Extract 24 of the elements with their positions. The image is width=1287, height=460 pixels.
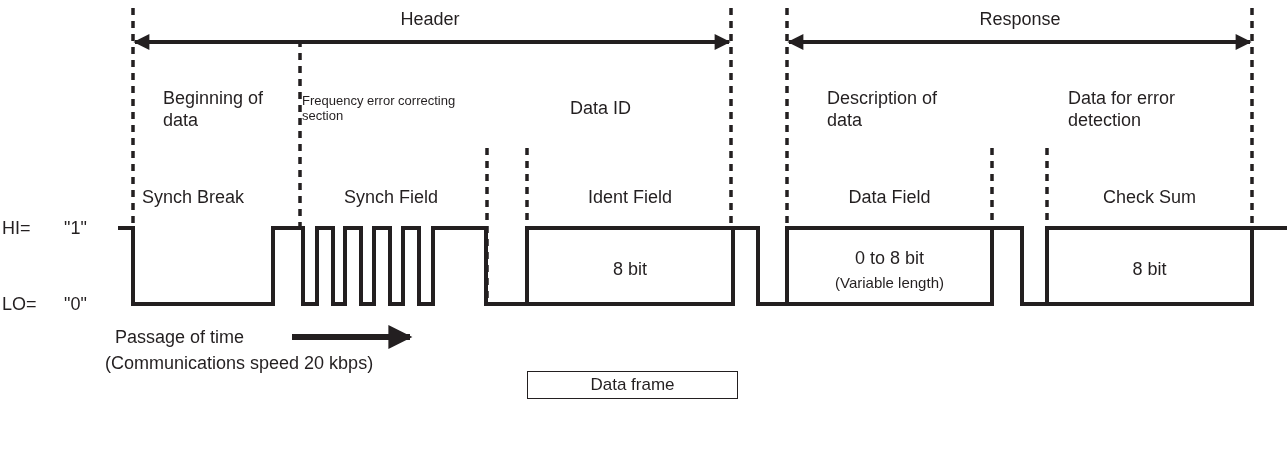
label-text: (Variable length): [834, 273, 945, 293]
label-text: "0": [64, 293, 88, 315]
label-text: Data for error detection: [1068, 87, 1177, 131]
label-text: 8 bit: [1131, 258, 1168, 280]
label-text: Frequency error correcting section: [302, 93, 457, 123]
label-text: HI=: [2, 217, 32, 239]
label-text: Beginning of data: [163, 87, 265, 131]
frame-box: [527, 371, 738, 399]
label-text: Passage of time: [115, 326, 246, 348]
label-text: Check Sum: [1101, 186, 1197, 208]
label-text: Data Field: [847, 186, 932, 208]
box-label: Data frame: [590, 375, 675, 395]
label-text: Header: [399, 8, 461, 30]
label-text: Ident Field: [586, 186, 674, 208]
label-text: Synch Break: [142, 186, 246, 208]
label-text: 0 to 8 bit: [853, 247, 925, 269]
label-text: Synch Field: [342, 186, 439, 208]
label-text: Response: [978, 8, 1062, 30]
label-text: LO=: [2, 293, 38, 315]
label-text: Description of data: [827, 87, 939, 131]
label-text: (Communications speed 20 kbps): [105, 352, 375, 374]
label-text: "1": [64, 217, 88, 239]
label-text: Data ID: [570, 97, 633, 119]
label-text: 8 bit: [612, 258, 648, 280]
